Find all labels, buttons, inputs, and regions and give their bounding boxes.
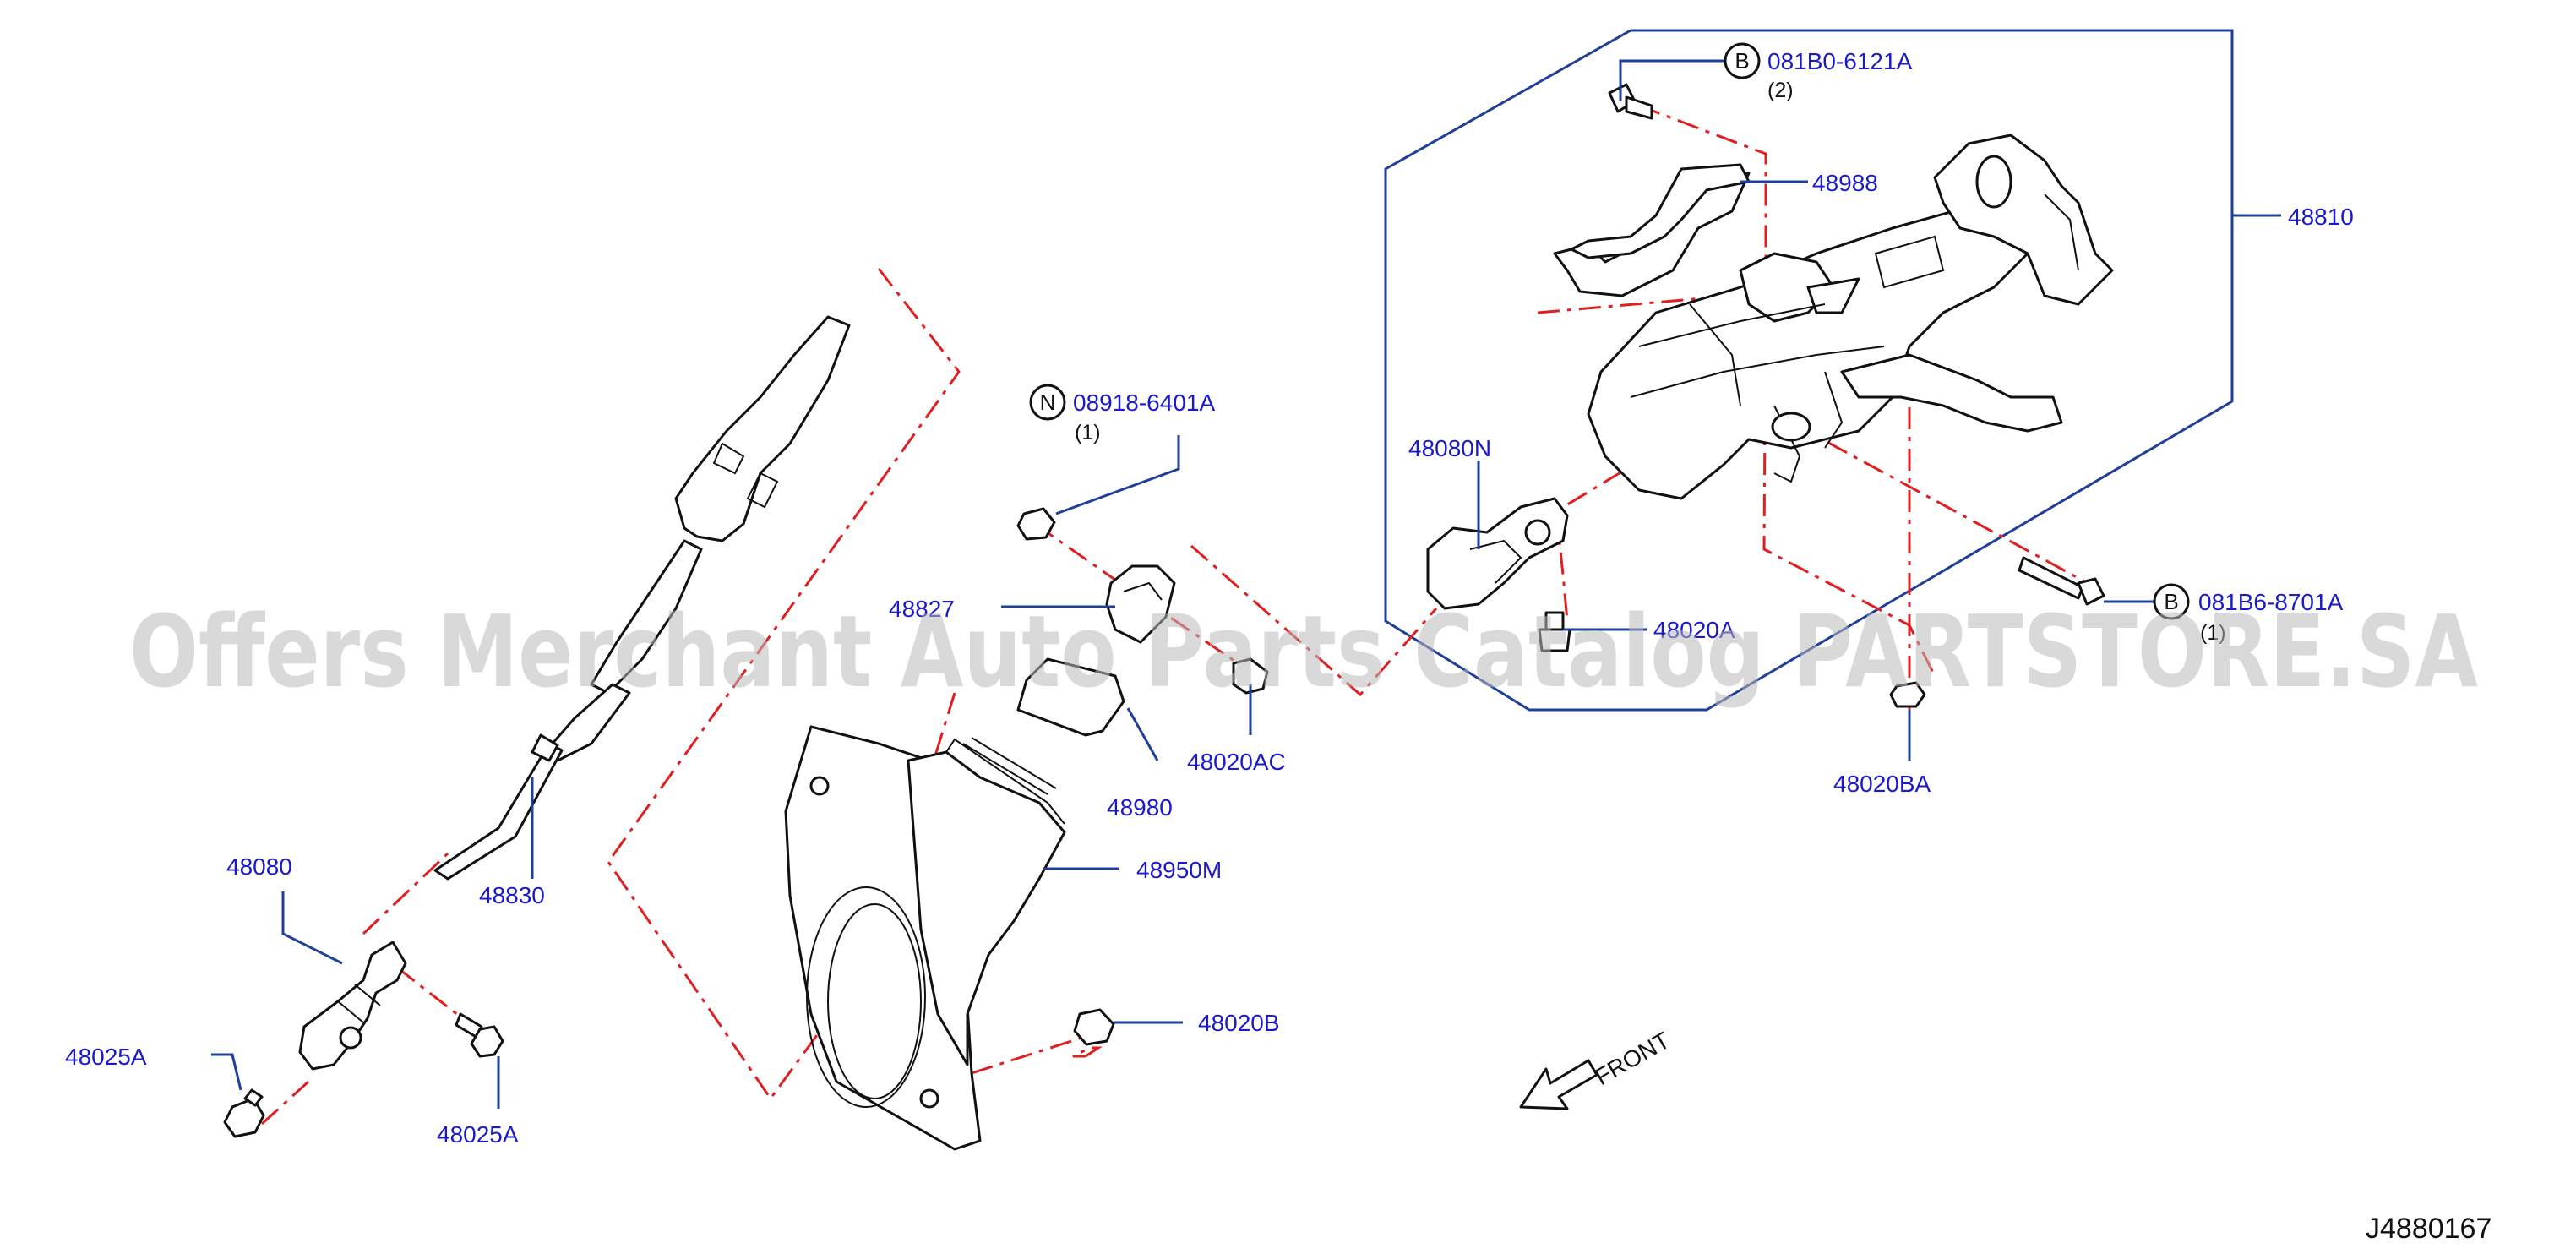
label-48020BA: 48020BA xyxy=(1833,771,1931,797)
part-labels: 48988 48810 48080N 48827 48020A 48020AC … xyxy=(65,170,2354,1148)
universal-joint-48080 xyxy=(298,940,407,1071)
front-direction-arrow xyxy=(1519,1059,1598,1110)
label-48080: 48080 xyxy=(226,853,292,880)
label-48980: 48980 xyxy=(1107,794,1173,821)
clamp-48827 xyxy=(1105,564,1176,644)
callout-bolt-081B0-6121A: B 081B0-6121A (2) xyxy=(1724,42,1913,102)
label-48020AC: 48020AC xyxy=(1187,749,1286,775)
bolt-48025A-left xyxy=(223,1088,265,1138)
bolt-081B0-6121A xyxy=(1608,83,1653,120)
callout-symbol-b1-letter: B xyxy=(1735,48,1749,74)
front-label: FRONT xyxy=(1591,1027,1675,1090)
leader-lines xyxy=(211,59,2281,1109)
bolt-48025A-right xyxy=(455,1012,504,1058)
steering-column-assembly xyxy=(1553,134,2114,500)
callout-symbol-b2-letter: B xyxy=(2164,589,2178,614)
nut-08918-6401A xyxy=(1016,507,1056,541)
label-48830: 48830 xyxy=(479,882,545,908)
callout-nut-08918-6401A: N 08918-6401A (1) xyxy=(1029,384,1215,444)
nut-48020B xyxy=(1073,1008,1115,1046)
part-number-08918-6401A: 08918-6401A xyxy=(1073,390,1215,416)
quantity-081B6-8701A: (1) xyxy=(2200,621,2226,645)
bushing-48980 xyxy=(1016,657,1125,737)
part-number-081B0-6121A: 081B0-6121A xyxy=(1767,48,1913,74)
part-number-081B6-8701A: 081B6-8701A xyxy=(2198,589,2344,615)
label-48020B: 48020B xyxy=(1198,1010,1280,1036)
label-48810: 48810 xyxy=(2288,204,2354,230)
callout-symbol-b2 xyxy=(2153,583,2190,620)
label-48080N: 48080N xyxy=(1408,435,1491,461)
label-48988: 48988 xyxy=(1812,170,1878,196)
callout-symbol-n xyxy=(1029,384,1066,421)
clip-48020AC xyxy=(1232,657,1269,695)
column-cover-48950M xyxy=(784,725,1066,1151)
intermediate-shaft-48830 xyxy=(433,315,851,881)
callout-symbol-n-letter: N xyxy=(1040,390,1056,415)
assembly-frame-48810 xyxy=(1384,29,2234,712)
callout-bolt-081B6-8701A: B 081B6-8701A (1) xyxy=(2153,583,2344,645)
watermark-text: Offers Merchant Auto Parts Catalog PARTS… xyxy=(129,593,2478,710)
label-48025A-bottom: 48025A xyxy=(437,1121,519,1148)
label-48025A-left: 48025A xyxy=(65,1044,147,1070)
callout-symbol-b1 xyxy=(1724,42,1761,79)
label-48827: 48827 xyxy=(889,596,955,622)
lower-joint-48080N xyxy=(1426,497,1569,610)
quantity-081B0-6121A: (2) xyxy=(1767,79,1794,102)
label-48020A: 48020A xyxy=(1653,617,1735,643)
bolt-081B6-8701A xyxy=(2018,556,2105,606)
nut-48020BA xyxy=(1889,681,1926,708)
label-48950M: 48950M xyxy=(1136,857,1222,883)
diagram-code: J4880167 xyxy=(2366,1213,2492,1245)
quantity-08918-6401A: (1) xyxy=(1075,421,1101,444)
